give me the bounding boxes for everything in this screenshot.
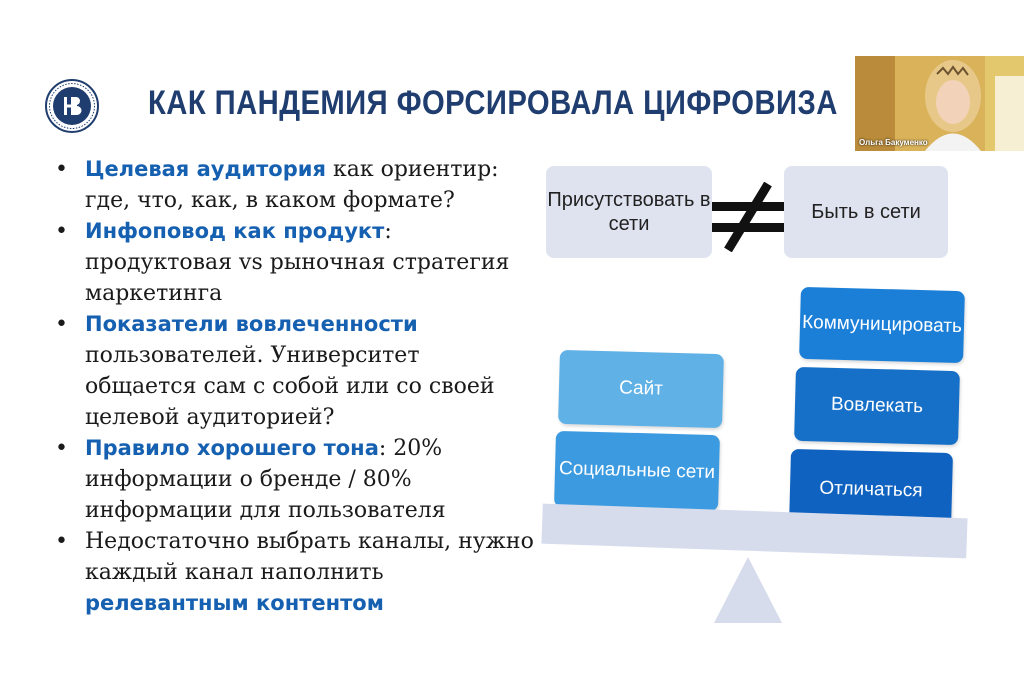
not-equal-icon [712,182,784,252]
slide-title: КАК ПАНДЕМИЯ ФОРСИРОВАЛА ЦИФРОВИЗА [148,84,838,122]
participant-name: Ольга Бакуменко [859,138,928,147]
bullet-good-tone: • Правило хорошего тона: 20% информации о… [55,433,535,526]
bullet-infopovod: • Инфоповод как продукт: продуктовая vs р… [55,216,535,309]
block-engage: Вовлекать [794,366,960,446]
compare-left-box: Присутствовать в сети [546,166,712,258]
bullet-highlight: Инфоповод как продукт [85,219,385,243]
bullet-target-audience: • Целевая аудитория как ориентир: где, чт… [55,154,535,216]
compare-right-box: Быть в сети [784,166,948,258]
bullet-highlight: Целевая аудитория [85,157,326,181]
bullet-text: пользователей. Университет общается сам … [85,343,495,430]
video-thumbnail[interactable]: Ольга Бакуменко [855,56,1024,151]
bullet-text: как ориентир: где, что, как, в каком фор… [85,157,499,213]
bullet-channels: • Недостаточно выбрать каналы, нужно кажд… [55,526,535,619]
bullet-highlight: Правило хорошего тона [85,436,379,460]
bullet-engagement: • Показатели вовлеченности пользователей.… [55,309,535,433]
bullet-dot: • [55,219,68,244]
bullet-dot: • [55,436,68,461]
scale-fulcrum [714,557,782,623]
bullet-list: • Целевая аудитория как ориентир: где, чт… [55,154,535,619]
block-social-networks: Социальные сети [554,430,720,512]
block-site: Сайт [558,349,724,429]
speaker-video [855,56,1024,151]
bullet-highlight: Показатели вовлеченности [85,312,418,336]
bullet-text: : 20% информации о бренде / 80% информац… [85,436,446,523]
bullet-text: Недостаточно выбрать каналы, нужно кажды… [85,529,534,585]
bullet-dot: • [55,157,68,182]
bullet-text: : продуктовая vs рыночная стратегия марк… [85,219,510,306]
hse-logo [45,79,99,133]
bullet-highlight: релевантным контентом [85,591,384,615]
bullet-dot: • [55,312,68,337]
bullet-dot: • [55,529,68,554]
block-communicate: Коммуницировать [799,286,965,364]
